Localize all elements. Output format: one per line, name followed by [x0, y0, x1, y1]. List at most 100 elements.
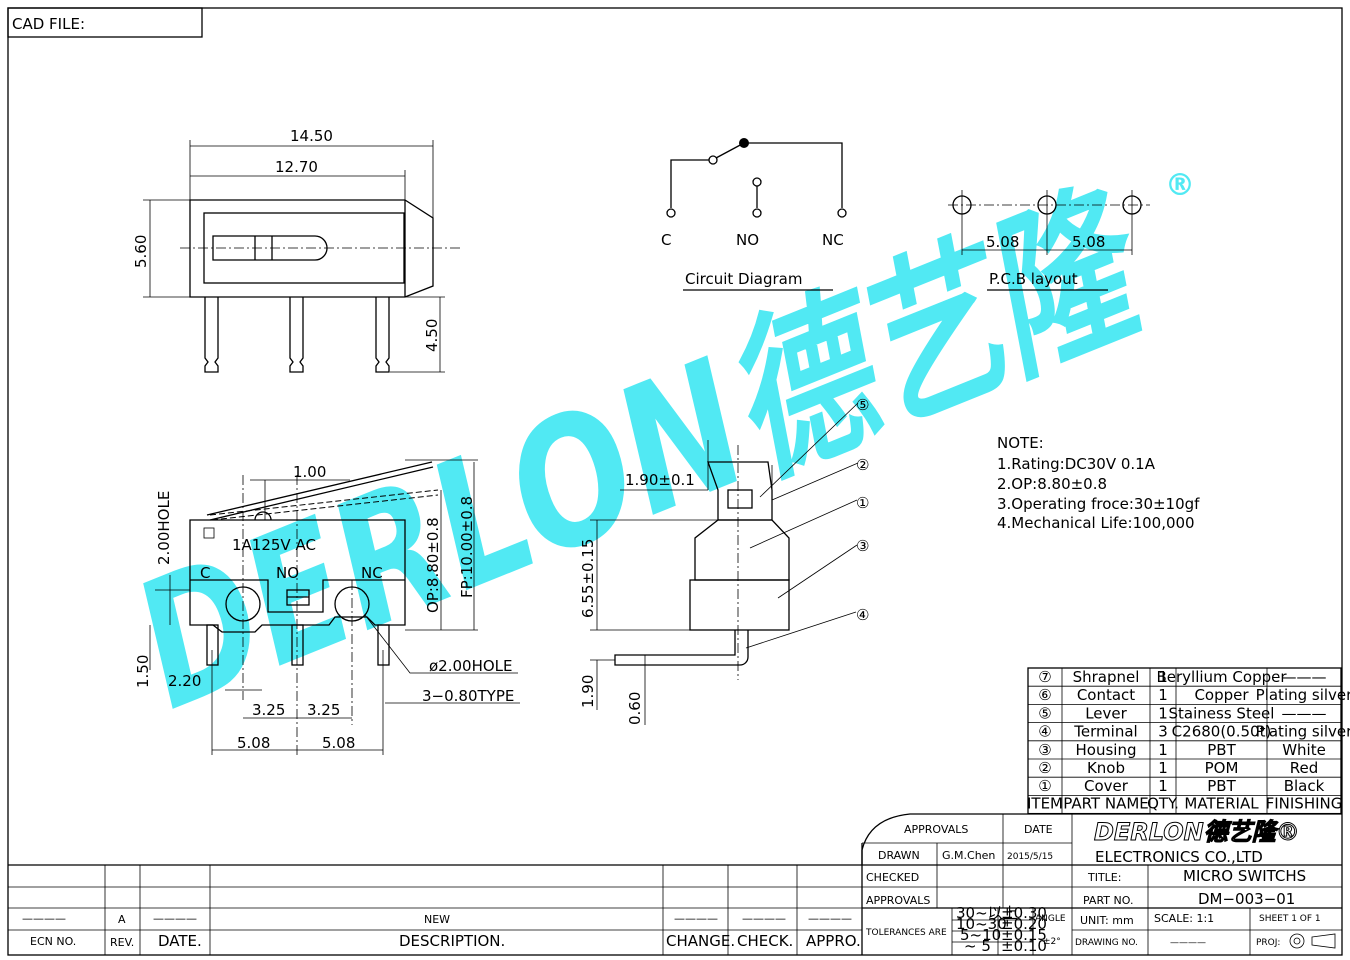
note-line: 3.Operating froce:30±10gf: [997, 495, 1200, 513]
part-name: Lever: [1085, 704, 1127, 722]
parts-header-item: ITEM: [1027, 795, 1063, 813]
part-qty: 1: [1158, 686, 1168, 704]
rev-rev: A: [118, 913, 126, 926]
part-finishing: Red: [1290, 759, 1319, 777]
part-item: ③: [1038, 741, 1051, 759]
side-view: 1A125V AC C NO NC 1.00 2.00HOLE OP:8.80±…: [134, 459, 520, 755]
dim-lever: 1.00: [293, 463, 326, 481]
rev-ecn: ————: [22, 912, 66, 925]
part-name: Shrapnel: [1073, 668, 1140, 686]
part-qty: 1: [1158, 777, 1168, 795]
part-item: ⑦: [1038, 668, 1051, 686]
dim-1-50: 1.50: [134, 655, 152, 688]
callout-1: ①: [856, 494, 869, 512]
part-qty: 1: [1158, 759, 1168, 777]
drawing-no-value: ————: [1170, 938, 1206, 948]
cad-file-box: [7, 7, 203, 38]
part-name: Cover: [1084, 777, 1129, 795]
tol-range: 5~10: [960, 926, 1001, 944]
part-name: Knob: [1087, 759, 1125, 777]
part-name: Housing: [1076, 741, 1137, 759]
terminal-nc-label: NC: [361, 564, 383, 582]
callout-2: ②: [856, 456, 869, 474]
part-item: ⑤: [1038, 704, 1051, 722]
part-qty: 3: [1158, 723, 1168, 741]
title-block: APPROVALS DATE DRAWN G.M.Chen 2015/5/15 …: [8, 813, 1342, 955]
part-qty: 1: [1158, 668, 1168, 686]
rev-appro: ————: [808, 912, 852, 925]
callout-4: ④: [856, 606, 869, 624]
tol-value: ±0.10: [1001, 937, 1047, 955]
part-finishing: Black: [1284, 777, 1325, 795]
dim-6-55: 6.55±0.15: [579, 539, 597, 618]
tol-range: 30~以上: [956, 904, 1018, 922]
angle-label: ANGLE: [1035, 914, 1066, 924]
part-material: Beryllium Copper: [1156, 668, 1287, 686]
notes: NOTE: 1.Rating:DC30V 0.1A 2.OP:8.80±0.8 …: [997, 434, 1200, 532]
part-name: Contact: [1077, 686, 1135, 704]
top-view: 14.50 12.70 5.60 4.50: [132, 127, 460, 373]
watermark-reg: ®: [1165, 168, 1195, 203]
tol-range: 10~30: [956, 915, 1007, 933]
tol-value: ±0.30: [1001, 904, 1047, 922]
dim-terminal-type: 3−0.80TYPE: [422, 687, 514, 705]
part-finishing: Plating silver: [1256, 723, 1350, 741]
company-logo: DERLON德艺隆®: [1094, 818, 1300, 846]
header-description: DESCRIPTION.: [399, 932, 505, 950]
part-material: PBT: [1207, 777, 1236, 795]
part-name: Terminal: [1073, 723, 1137, 741]
part-item: ②: [1038, 759, 1051, 777]
dim-0-60: 0.60: [626, 692, 644, 725]
tolerances-label: TOLERANCES ARE: [865, 928, 947, 938]
part-material: POM: [1205, 759, 1239, 777]
part-material: Copper: [1194, 686, 1249, 704]
projection-symbol-icon: [1289, 933, 1336, 949]
parts-header-qty: QTY.: [1147, 795, 1179, 813]
header-change: CHANGE.: [666, 932, 735, 950]
company-name: ELECTRONICS CO.,LTD: [1095, 848, 1263, 866]
rev-change: ————: [674, 912, 718, 925]
dim-3-25-a: 3.25: [252, 701, 285, 719]
dim-3-25-b: 3.25: [307, 701, 340, 719]
note-line: 2.OP:8.80±0.8: [997, 475, 1107, 493]
drawn-label: DRAWN: [878, 849, 920, 862]
note-line: 4.Mechanical Life:100,000: [997, 514, 1195, 532]
header-date: DATE.: [158, 932, 202, 950]
tol-value: ±0.15: [1001, 926, 1047, 944]
part-qty: 1: [1158, 741, 1168, 759]
circuit-no: NO: [736, 231, 759, 249]
unit: UNIT: mm: [1080, 914, 1134, 927]
part-item: ①: [1038, 777, 1051, 795]
approvals-label: APPROVALS: [866, 894, 930, 907]
dim-op: OP:8.80±0.8: [424, 517, 442, 613]
terminal-no-label: NO: [276, 564, 299, 582]
title-value: MICRO SWITCHS: [1183, 867, 1306, 885]
drawing-border: [7, 7, 1343, 956]
rev-description: NEW: [424, 913, 450, 926]
pcb-pitch-2: 5.08: [1072, 233, 1105, 251]
circuit-diagram: C NO NC Circuit Diagram: [661, 138, 847, 291]
pcb-pitch-1: 5.08: [986, 233, 1019, 251]
pcb-label: P.C.B layout: [989, 270, 1078, 288]
scale: SCALE: 1:1: [1154, 912, 1214, 925]
dim-body: 12.70: [275, 158, 318, 176]
section-view: 1.90±0.1 6.55±0.15 1.90 0.60 ⑤ ② ① ③ ④: [579, 396, 869, 725]
notes-title: NOTE:: [997, 434, 1044, 452]
parts-header-finishing: FINISHING: [1266, 795, 1343, 813]
part-finishing: ———: [1282, 704, 1327, 722]
switch-rating-marking: 1A125V AC: [232, 536, 316, 554]
dim-fp: FP:10.00±0.8: [458, 496, 476, 598]
part-no-value: DM−003−01: [1198, 890, 1295, 908]
dim-phi-hole: ø2.00HOLE: [429, 657, 513, 675]
date-header: DATE: [1024, 823, 1053, 836]
approvals-header: APPROVALS: [904, 823, 968, 836]
parts-header-name: PART NAME: [1063, 795, 1149, 813]
circuit-nc: NC: [822, 231, 844, 249]
dim-1-90: 1.90: [579, 675, 597, 708]
callout-5: ⑤: [856, 396, 869, 414]
note-line: 1.Rating:DC30V 0.1A: [997, 455, 1156, 473]
header-rev: REV.: [110, 936, 134, 949]
header-ecn: ECN NO.: [30, 935, 76, 948]
rev-date: ————: [153, 912, 197, 925]
